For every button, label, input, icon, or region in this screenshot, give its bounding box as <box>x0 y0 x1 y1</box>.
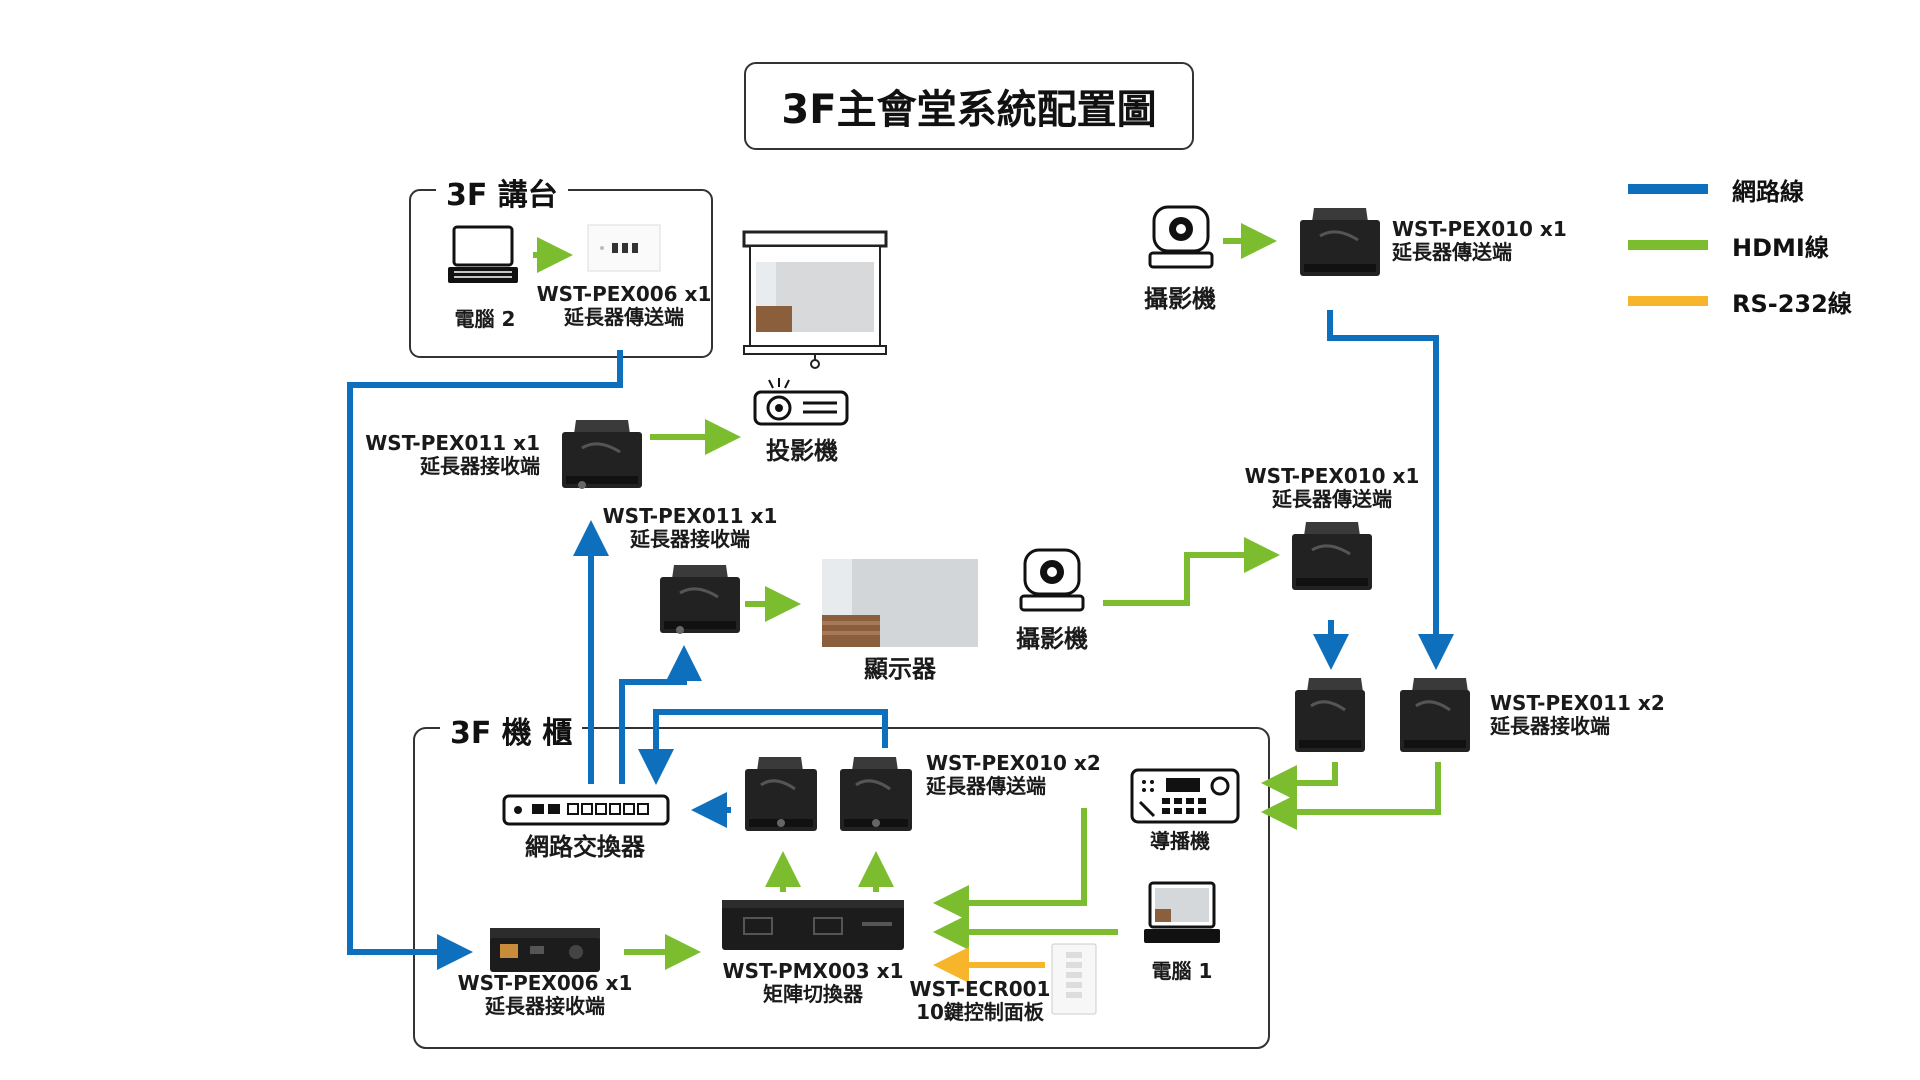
ecr-role-label: 10鍵控制面板 <box>916 1000 1044 1024</box>
display-label: 顯示器 <box>864 655 936 683</box>
laptop-icon <box>448 225 518 283</box>
display-icon <box>822 559 978 647</box>
camera-top-label: 攝影機 <box>1144 285 1216 313</box>
extender-rx-x2-a-icon <box>1295 678 1365 752</box>
camera-mid-icon <box>1019 548 1085 612</box>
extender-rx-x2-b-icon <box>1400 678 1470 752</box>
pex010-mid-model-label: WST-PEX010 x1 <box>1244 464 1420 488</box>
extender-tx-x2-b-icon <box>840 757 912 831</box>
pex011-b-role-label: 延長器接收端 <box>630 527 750 551</box>
diagram-title: 3F主會堂系統配置圖 <box>744 62 1194 150</box>
hdmi-rx011-to-director-a <box>1261 762 1338 801</box>
ecr-model-label: WST-ECR001 <box>909 977 1051 1001</box>
pex006-tx-model-label: WST-PEX006 x1 <box>536 282 712 306</box>
camera-mid-label: 攝影機 <box>1016 625 1088 653</box>
net-line-cam-tx-to-rx <box>1327 310 1454 670</box>
pex011-x2-model-label: WST-PEX011 x2 <box>1490 691 1665 715</box>
legend-network-label: 網路線 <box>1732 178 1804 206</box>
legend-hdmi-label: HDMI線 <box>1732 234 1829 262</box>
network-switch-icon <box>502 794 670 826</box>
extender-tx-top-icon <box>1300 208 1380 276</box>
control-panel-icon <box>1051 943 1097 1015</box>
legend-rs232-label: RS-232線 <box>1732 290 1852 318</box>
director-console-icon <box>1130 768 1240 824</box>
matrix-switcher-icon <box>722 900 904 950</box>
legend-network-swatch <box>1628 184 1708 194</box>
extender-tx-mid-icon <box>1292 522 1372 590</box>
podium-group-title: 3F 講台 <box>436 170 568 214</box>
net-line-switch-to-pex011b <box>619 645 702 784</box>
pex010-top-model-label: WST-PEX010 x1 <box>1392 217 1567 241</box>
hdmi-rx011-to-director-b <box>1261 762 1441 830</box>
net-line-tx010-to-switch <box>638 709 888 785</box>
projector-label: 投影機 <box>766 437 838 465</box>
pex006-rx-model-label: WST-PEX006 x1 <box>457 971 633 995</box>
pex010-mid-role-label: 延長器傳送端 <box>1272 487 1392 511</box>
pex010-top-role-label: 延長器傳送端 <box>1392 240 1512 264</box>
pc1-label: 電腦 1 <box>1151 959 1213 983</box>
pmx-model-label: WST-PMX003 x1 <box>722 959 904 983</box>
legend-hdmi-swatch <box>1628 240 1708 250</box>
camera-top-icon <box>1148 205 1214 269</box>
director-label: 導播機 <box>1150 829 1210 853</box>
pex010-x2-model-label: WST-PEX010 x2 <box>926 751 1101 775</box>
network-lines <box>347 310 1454 970</box>
legend-rs232-swatch <box>1628 296 1708 306</box>
extender-rx-b-icon <box>660 565 740 634</box>
pex006-tx-role-label: 延長器傳送端 <box>564 305 684 329</box>
extender-rx006-icon <box>490 928 600 972</box>
pex006-rx-role-label: 延長器接收端 <box>485 994 605 1018</box>
pex011-a-role-label: 延長器接收端 <box>420 454 540 478</box>
cabinet-group-title: 3F 機 櫃 <box>440 708 583 752</box>
hdmi-director-to-pmx <box>933 808 1087 921</box>
extender-tx-x2-a-icon <box>745 757 817 831</box>
cabinet-group-frame <box>413 727 1270 1049</box>
pex011-x2-role-label: 延長器接收端 <box>1490 714 1610 738</box>
extender-rx-a-icon <box>562 420 642 489</box>
projector-icon <box>753 378 849 426</box>
projector-screen-icon <box>742 230 888 369</box>
net-line-podium-to-rx006 <box>347 350 623 970</box>
laptop-pc1-icon <box>1144 881 1220 943</box>
pex010-x2-role-label: 延長器傳送端 <box>926 774 1046 798</box>
pc2-label: 電腦 2 <box>454 307 516 331</box>
wallplate-tx-icon <box>587 224 661 272</box>
pex011-b-model-label: WST-PEX011 x1 <box>602 504 778 528</box>
hdmi-lines <box>533 223 1441 970</box>
pex011-a-model-label: WST-PEX011 x1 <box>365 431 540 455</box>
switch-label: 網路交換器 <box>525 833 645 861</box>
hdmi-cammid-to-tx010 <box>1103 537 1280 606</box>
pmx-role-label: 矩陣切換器 <box>763 982 863 1006</box>
